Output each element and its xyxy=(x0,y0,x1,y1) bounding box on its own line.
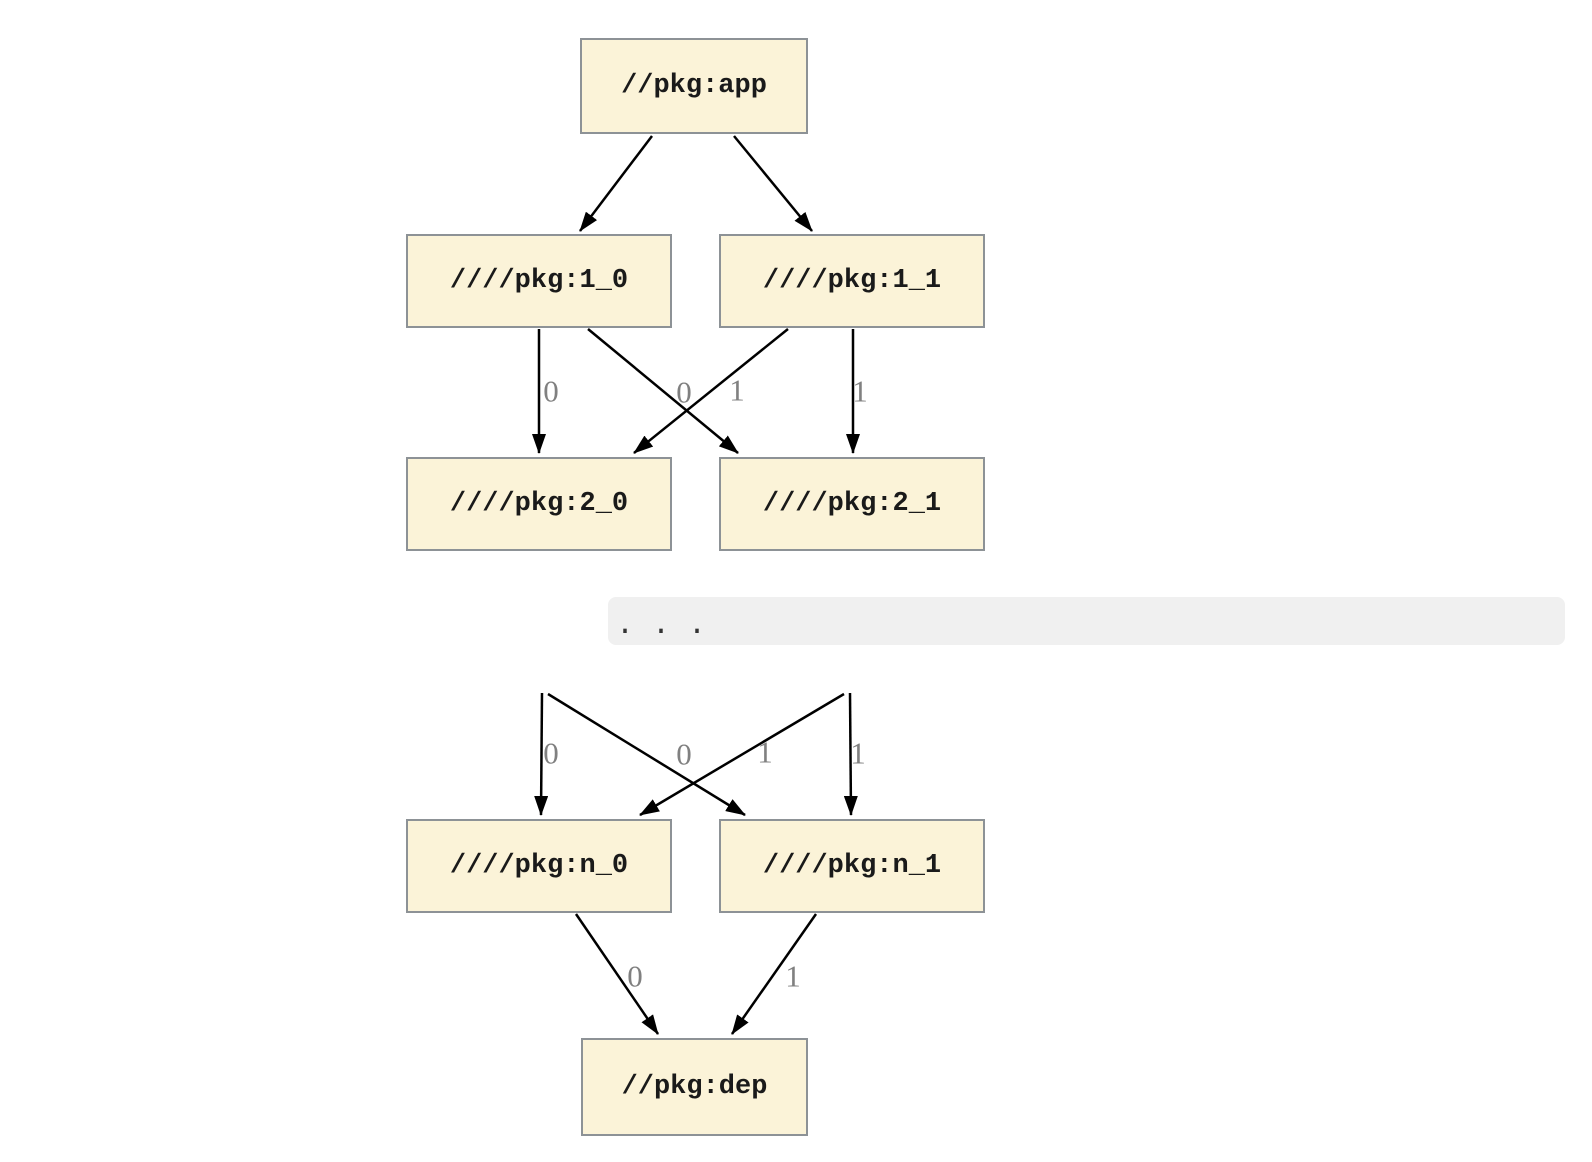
node-pkg-2_1-label: ////pkg:2_1 xyxy=(762,489,942,519)
edge-dots-to-n_0-straight xyxy=(534,692,549,816)
edge-label-dots-to-n_0-cross: 0 xyxy=(676,736,692,772)
node-pkg-2_0-label: ////pkg:2_0 xyxy=(449,489,629,519)
ellipsis-text: . . . xyxy=(616,609,707,643)
edge-label-n_1-to-dep: 1 xyxy=(785,958,801,994)
edge-app-to-1_0 xyxy=(579,135,653,232)
node-pkg-1_1: ////pkg:1_1 xyxy=(719,234,985,328)
edge-label-n_0-to-dep: 0 xyxy=(627,958,643,994)
node-pkg-2_0: ////pkg:2_0 xyxy=(406,457,672,551)
node-pkg-dep-label: //pkg:dep xyxy=(621,1072,768,1102)
node-pkg-2_1: ////pkg:2_1 xyxy=(719,457,985,551)
edge-label-dots-to-n_1-cross: 1 xyxy=(757,734,773,770)
node-pkg-n_1: ////pkg:n_1 xyxy=(719,819,985,913)
node-pkg-1_0: ////pkg:1_0 xyxy=(406,234,672,328)
node-pkg-n_0: ////pkg:n_0 xyxy=(406,819,672,913)
edge-label-1_0-to-2_1: 1 xyxy=(729,372,745,408)
edge-label-dots-to-n_1-straight: 1 xyxy=(850,735,866,771)
edge-n_0-to-dep xyxy=(574,913,660,1035)
node-pkg-dep: //pkg:dep xyxy=(581,1038,808,1136)
ellipsis-band: . . . xyxy=(608,597,1565,645)
node-pkg-app-label: //pkg:app xyxy=(621,71,767,101)
node-pkg-n_1-label: ////pkg:n_1 xyxy=(762,851,942,881)
edge-label-1_1-to-2_0: 0 xyxy=(676,374,692,410)
edge-label-dots-to-n_0-straight: 0 xyxy=(543,735,559,771)
edge-dots-to-n_1-cross xyxy=(547,692,746,817)
node-pkg-1_0-label: ////pkg:1_0 xyxy=(449,266,629,296)
node-pkg-n_0-label: ////pkg:n_0 xyxy=(449,851,629,881)
edge-label-1_0-to-2_0: 0 xyxy=(543,373,559,409)
edge-n_1-to-dep xyxy=(730,913,818,1035)
node-pkg-app: //pkg:app xyxy=(580,38,808,134)
edge-app-to-1_1 xyxy=(733,135,813,232)
edge-dots-to-n_0-cross xyxy=(639,692,845,817)
edge-1_1-to-2_0 xyxy=(633,328,789,454)
node-pkg-1_1-label: ////pkg:1_1 xyxy=(762,266,942,296)
edge-1_0-to-2_1 xyxy=(587,328,739,454)
edge-label-1_1-to-2_1: 1 xyxy=(852,373,868,409)
